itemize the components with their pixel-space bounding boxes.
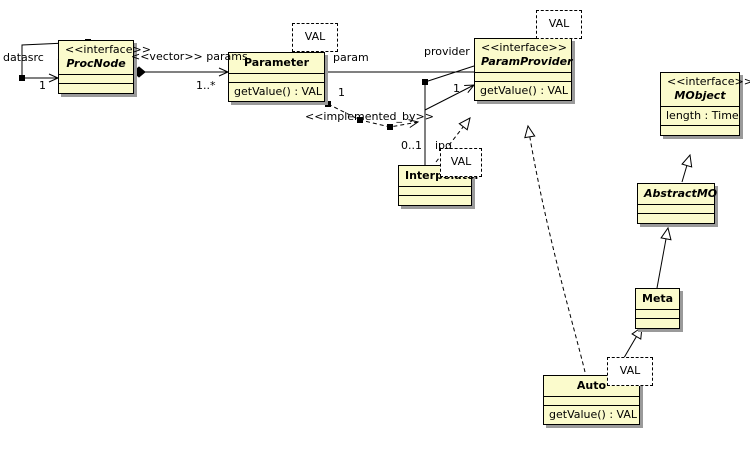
- template-param-parameter-label: VAL: [304, 30, 326, 43]
- edge-label-vector-params: <<vector>> params: [131, 50, 248, 63]
- class-paramprovider-attributes: [475, 73, 571, 82]
- edge-abstractmo-inherits-mobject[interactable]: [681, 153, 693, 183]
- template-param-interpolator: VAL: [440, 148, 482, 177]
- class-parameter[interactable]: Parameter getValue() : VAL: [228, 52, 325, 102]
- edge-parameter-paramprovider-provider[interactable]: [325, 65, 476, 178]
- class-abstractmo[interactable]: AbstractMO: [637, 183, 718, 224]
- class-meta-attributes: [636, 310, 679, 319]
- class-paramprovider-stereotype: <<interface>>: [481, 41, 567, 54]
- class-abstractmo-header: AbstractMO: [638, 184, 718, 205]
- class-mobject[interactable]: <<interface>> MObject length : Time: [660, 72, 750, 136]
- template-param-auto: VAL: [607, 357, 653, 386]
- class-mobject-header: <<interface>> MObject: [661, 73, 750, 107]
- class-meta[interactable]: Meta: [635, 288, 680, 329]
- edge-label-provider: provider: [424, 45, 470, 58]
- class-parameter-name: Parameter: [243, 56, 310, 69]
- edge-label-ipo: ipo: [435, 139, 452, 152]
- class-abstractmo-operations: [638, 214, 714, 223]
- edge-auto-realizes-paramprovider[interactable]: [524, 124, 586, 373]
- class-auto-header: Auto: [544, 376, 639, 397]
- class-abstractmo-name: AbstractMO: [644, 187, 718, 200]
- class-procnode-stereotype: <<interface>>: [65, 43, 151, 56]
- class-mobject-stereotype: <<interface>>: [667, 75, 750, 88]
- template-param-parameter: VAL: [292, 23, 338, 52]
- template-param-paramprovider-label: VAL: [548, 17, 570, 30]
- class-paramprovider[interactable]: <<interface>> ParamProvider getValue() :…: [474, 38, 573, 101]
- class-parameter-attributes: [229, 74, 324, 83]
- edge-implemented-by[interactable]: [325, 101, 420, 130]
- class-procnode-operations: [59, 84, 133, 93]
- edge-label-datasrc-multiplicity: 1: [39, 79, 46, 92]
- class-auto-attributes: [544, 397, 639, 406]
- class-interpolator-operations: [399, 196, 471, 205]
- class-interpolator-attributes: [399, 187, 471, 196]
- class-procnode-name: ProcNode: [66, 57, 126, 70]
- edge-procnode-parameter-params[interactable]: [132, 66, 230, 78]
- class-meta-name: Meta: [642, 292, 674, 305]
- edge-label-ipo-multiplicity: 0..1: [401, 139, 422, 152]
- edge-label-datasrc: datasrc: [3, 51, 44, 64]
- class-auto-name: Auto: [576, 379, 607, 392]
- class-procnode[interactable]: <<interface>> ProcNode: [58, 40, 151, 94]
- class-paramprovider-operation: getValue() : VAL: [480, 84, 569, 97]
- class-auto-operation: getValue() : VAL: [549, 408, 638, 421]
- edge-label-implemented-by: <<implemented_by>>: [305, 110, 434, 123]
- edge-label-params-multiplicity: 1..*: [196, 79, 216, 92]
- class-paramprovider-header: <<interface>> ParamProvider: [475, 39, 573, 73]
- class-meta-operations: [636, 319, 679, 328]
- class-abstractmo-attributes: [638, 205, 714, 214]
- class-mobject-attribute: length : Time: [661, 107, 739, 126]
- class-meta-header: Meta: [636, 289, 679, 310]
- class-mobject-name: MObject: [674, 89, 726, 102]
- class-parameter-header: Parameter: [229, 53, 324, 74]
- edge-label-param: param: [333, 51, 369, 64]
- template-param-interpolator-label: VAL: [450, 155, 472, 168]
- edge-label-provider-multiplicity: 1: [453, 82, 460, 95]
- template-param-paramprovider: VAL: [536, 10, 582, 39]
- class-procnode-header: <<interface>> ProcNode: [59, 41, 151, 75]
- edge-meta-inherits-abstractmo[interactable]: [656, 226, 672, 289]
- class-parameter-operation: getValue() : VAL: [234, 85, 323, 98]
- edge-label-param-multiplicity: 1: [338, 86, 345, 99]
- class-paramprovider-name: ParamProvider: [481, 55, 573, 68]
- class-procnode-attributes: [59, 75, 133, 84]
- template-param-auto-label: VAL: [619, 364, 641, 377]
- class-mobject-operations: [661, 126, 739, 135]
